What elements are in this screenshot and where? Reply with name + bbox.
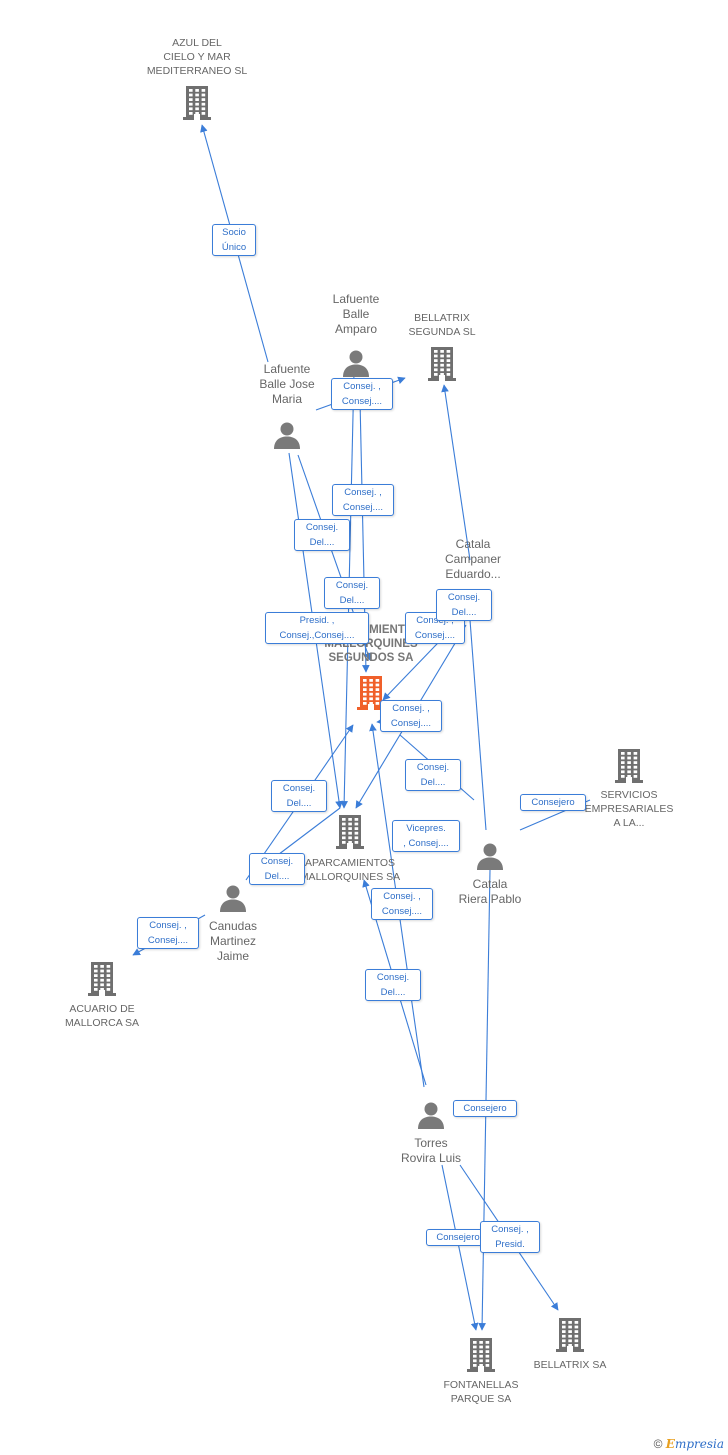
relation-label[interactable]: Consejero — [426, 1229, 490, 1246]
company-node-azul[interactable]: AZUL DEL CIELO Y MAR MEDITERRANEO SL — [122, 36, 272, 120]
node-label: Lafuente Balle Amparo — [332, 292, 380, 336]
relation-label[interactable]: Consej. Del.... — [436, 589, 492, 621]
building-icon — [554, 749, 704, 783]
person-icon — [212, 421, 362, 449]
company-node-fontanellas[interactable]: FONTANELLAS PARQUE SA — [406, 1338, 556, 1405]
company-node-aparc[interactable]: APARCAMIENTOS MALLORQUINES SA — [275, 815, 425, 883]
company-node-servicios[interactable]: SERVICIOS EMPRESARIALES A LA... — [554, 749, 704, 829]
relation-edge — [469, 619, 487, 831]
relation-label[interactable]: Consejero — [453, 1100, 517, 1117]
person-node-amparo[interactable]: Lafuente Balle Amparo — [281, 292, 431, 377]
relation-label[interactable]: Consej. Del.... — [294, 519, 350, 551]
relation-label[interactable]: Consejero — [520, 794, 586, 811]
building-icon — [27, 962, 177, 996]
person-node-jaime[interactable]: Canudas Martinez Jaime — [158, 884, 308, 963]
relation-label[interactable]: Consej. Del.... — [271, 780, 327, 812]
person-node-josemaria[interactable]: Lafuente Balle Jose Maria — [212, 362, 362, 449]
company-node-acuario[interactable]: ACUARIO DE MALLORCA SA — [27, 962, 177, 1029]
relation-label[interactable]: Consej. , Consej.... — [332, 484, 394, 516]
node-label: ACUARIO DE MALLORCA SA — [64, 1003, 140, 1029]
relation-label[interactable]: Socio Único — [212, 224, 256, 256]
relation-edge — [441, 384, 471, 561]
empresia-logo: Empresia — [665, 1437, 724, 1451]
person-icon — [415, 842, 565, 870]
relation-label[interactable]: Consej. , Consej.... — [371, 888, 433, 920]
node-label: SERVICIOS EMPRESARIALES A LA... — [584, 789, 674, 829]
building-icon — [296, 676, 446, 710]
node-label: Torres Rovira Luis — [400, 1136, 462, 1165]
company-node-bellatrix[interactable]: BELLATRIX SA — [495, 1318, 645, 1371]
node-label: FONTANELLAS PARQUE SA — [443, 1379, 519, 1405]
building-icon — [122, 86, 272, 120]
relation-label[interactable]: Consej. , Presid. — [480, 1221, 540, 1253]
node-label: Catala Campaner Eduardo... — [444, 537, 502, 581]
node-label: APARCAMIENTOS MALLORQUINES SA — [299, 857, 401, 883]
relation-label[interactable]: Consej. , Consej.... — [405, 612, 465, 644]
building-icon — [275, 815, 425, 849]
person-node-luis[interactable]: Torres Rovira Luis — [356, 1101, 506, 1165]
person-node-pablo[interactable]: Catala Riera Pablo — [415, 842, 565, 906]
relation-label[interactable]: Consej. , Consej.... — [380, 700, 442, 732]
relation-edge — [441, 1164, 479, 1331]
person-icon — [158, 884, 308, 912]
node-label: AZUL DEL CIELO Y MAR MEDITERRANEO SL — [146, 37, 248, 77]
relation-label[interactable]: Consej. Del.... — [324, 577, 380, 609]
building-icon — [406, 1338, 556, 1372]
relation-label[interactable]: Consej. Del.... — [405, 759, 461, 791]
relation-label[interactable]: Consej. , Consej.... — [331, 378, 393, 410]
building-icon — [495, 1318, 645, 1352]
building-icon — [367, 347, 517, 381]
relation-label[interactable]: Vicepres. , Consej.... — [392, 820, 460, 852]
node-label: Canudas Martinez Jaime — [208, 919, 258, 963]
relation-label[interactable]: Consej. Del.... — [249, 853, 305, 885]
person-icon — [281, 349, 431, 377]
node-label: Lafuente Balle Jose Maria — [259, 362, 315, 406]
copyright-symbol: © — [653, 1437, 663, 1451]
footer-brand: © Empresia — [654, 1437, 724, 1451]
relation-label[interactable]: Presid. , Consej.,Consej.... — [265, 612, 369, 644]
node-label: Catala Riera Pablo — [458, 877, 522, 906]
node-label: BELLATRIX SEGUNDA SL — [408, 312, 476, 338]
relation-label[interactable]: Consej. Del.... — [365, 969, 421, 1001]
node-label: BELLATRIX SA — [533, 1359, 607, 1371]
company-node-bellatrix2[interactable]: BELLATRIX SEGUNDA SL — [367, 311, 517, 381]
relation-label[interactable]: Consej. , Consej.... — [137, 917, 199, 949]
person-icon — [356, 1101, 506, 1129]
